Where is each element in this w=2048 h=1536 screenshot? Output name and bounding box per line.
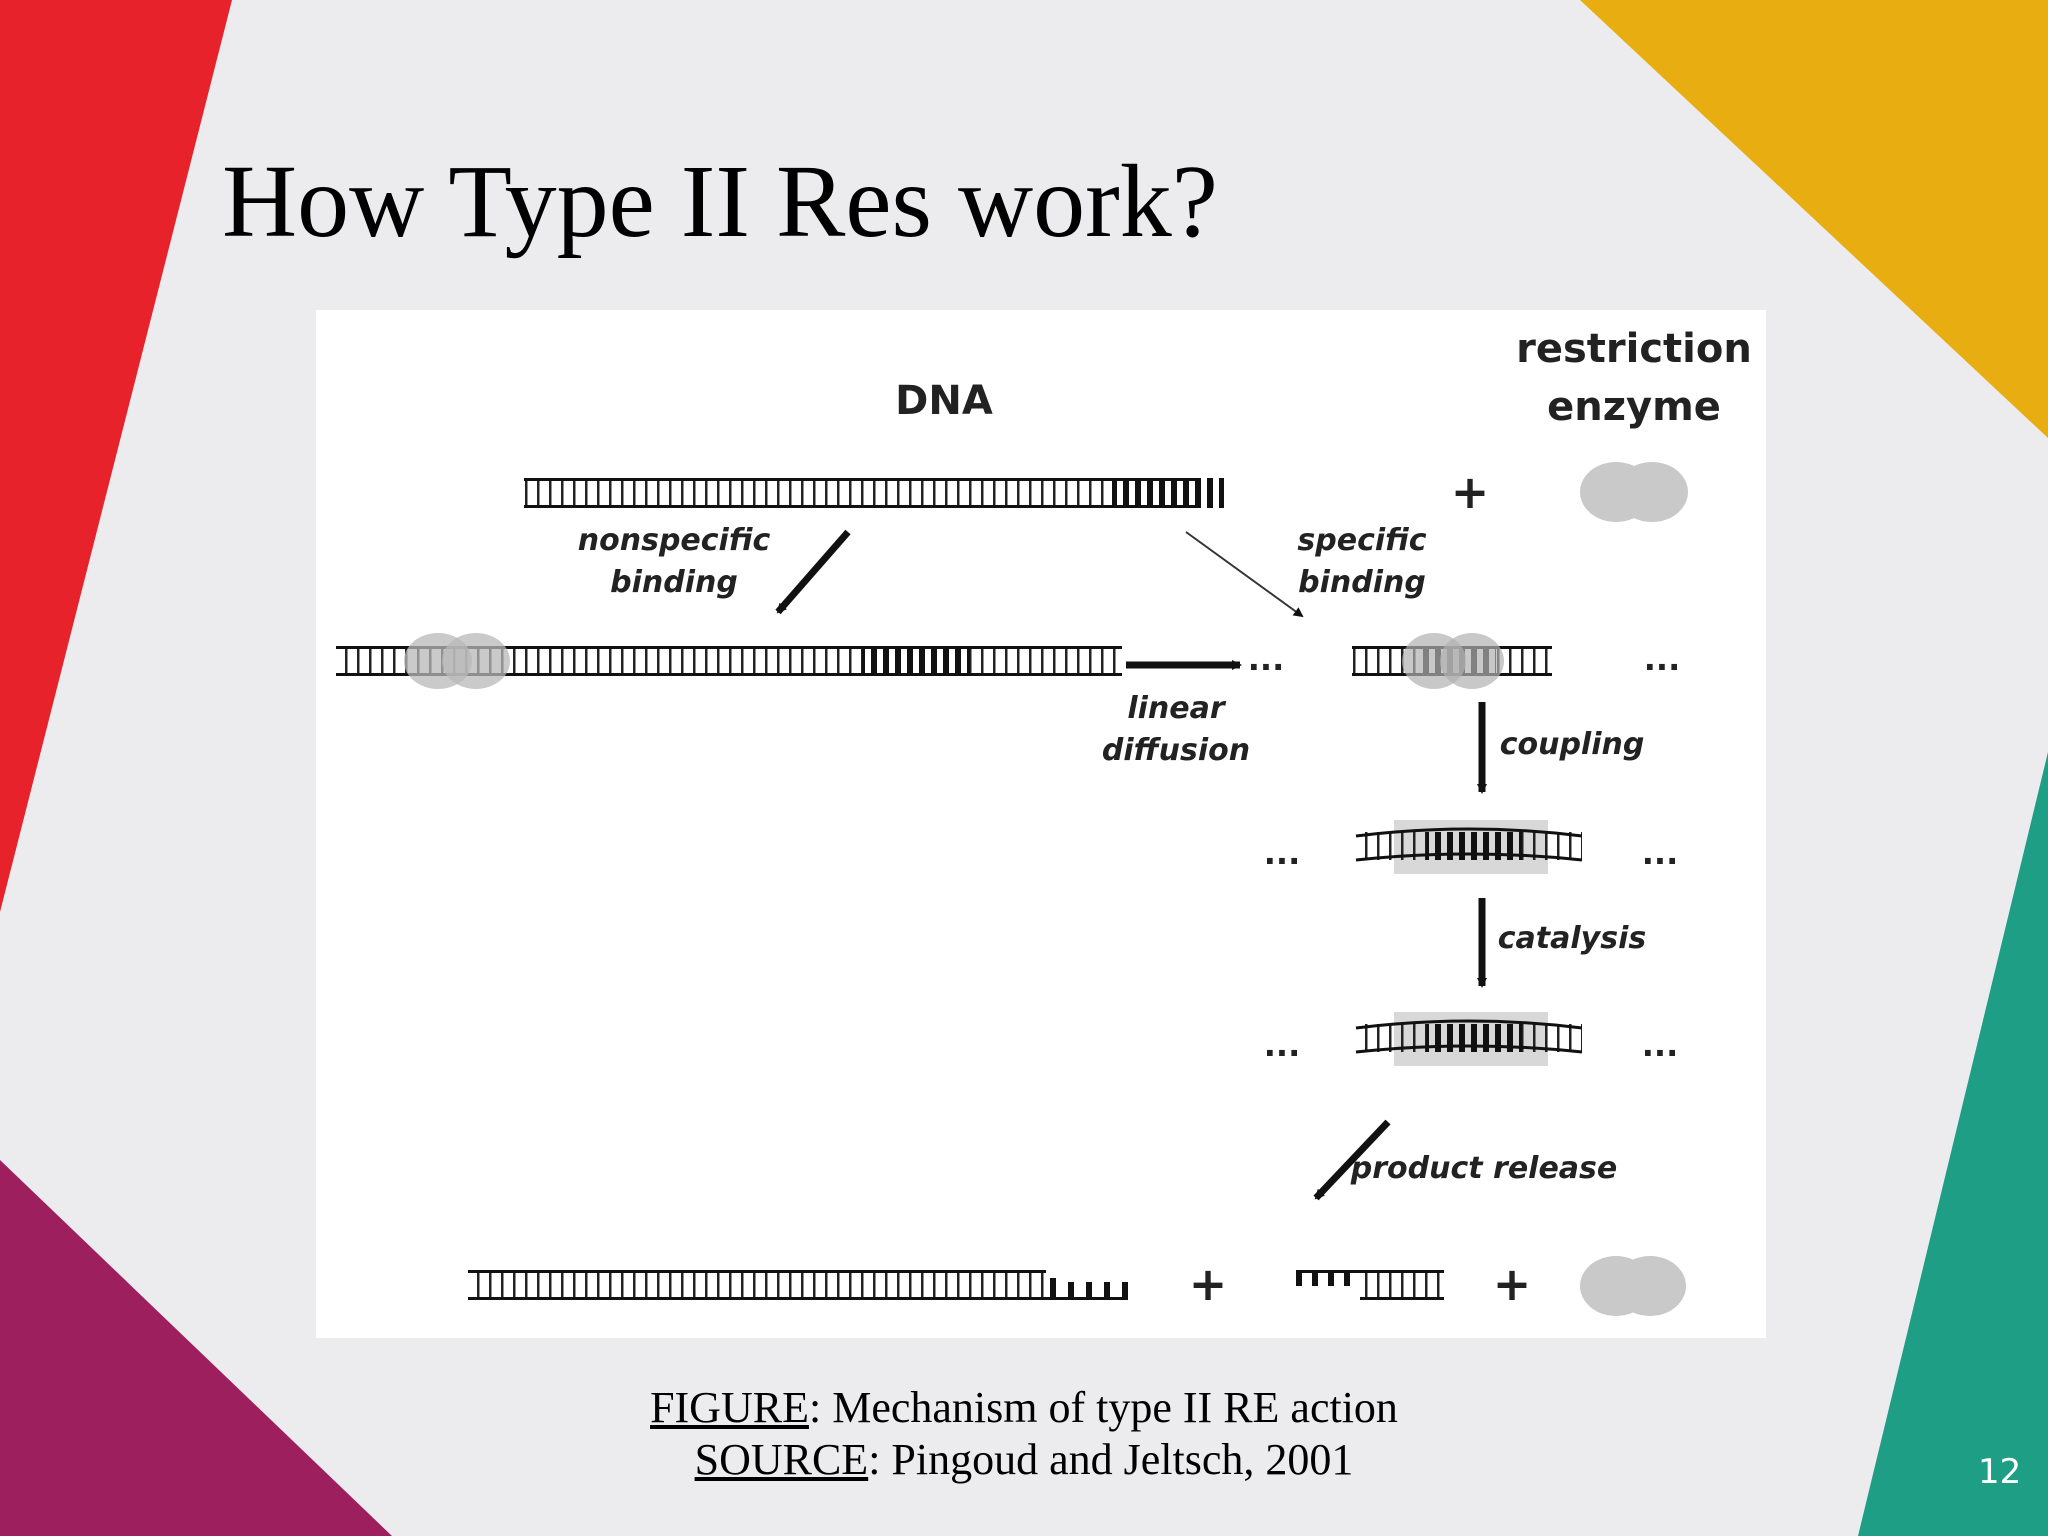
ellipsis-left-3: ... <box>1264 1026 1300 1064</box>
specific-label: specific <box>1297 523 1426 558</box>
ellipsis-right-1: ... <box>1644 640 1680 678</box>
page-number: 12 <box>1978 1452 2022 1492</box>
source-text: : Pingoud and Jeltsch, 2001 <box>868 1435 1354 1484</box>
enzyme-label: enzyme <box>1547 384 1721 430</box>
nonspecific-label: nonspecific <box>578 523 771 558</box>
figure-key: FIGURE <box>650 1383 809 1432</box>
product-release-arrow <box>1313 1119 1391 1201</box>
diffusion-label: diffusion <box>1102 733 1250 768</box>
enzyme-icon <box>1580 462 1688 522</box>
figure-caption: FIGURE: Mechanism of type II RE action S… <box>0 1382 2048 1486</box>
specific-arrow <box>1185 531 1304 618</box>
plus-sign-2: + <box>1189 1257 1228 1311</box>
linear-label: linear <box>1127 691 1227 726</box>
mechanism-diagram: DNA restriction enzyme + nonspecific bin… <box>336 326 1752 1316</box>
specific-binding-label: binding <box>1298 565 1426 600</box>
plus-sign-3: + <box>1493 1257 1532 1311</box>
released-enzyme-icon <box>1580 1256 1686 1316</box>
restriction-label: restriction <box>1516 326 1752 372</box>
coupling-label: coupling <box>1500 727 1645 762</box>
slide-title: How Type II Res work? <box>222 144 1218 259</box>
dna-label: DNA <box>895 378 993 424</box>
source-key: SOURCE <box>694 1435 869 1484</box>
nonspecific-binding-label: binding <box>610 565 738 600</box>
ellipsis-right-3: ... <box>1642 1026 1678 1064</box>
dna-coupled-complex <box>1355 820 1583 874</box>
dna-strand-nonspecific <box>336 633 1122 689</box>
catalysis-label: catalysis <box>1498 921 1646 956</box>
gold-corner-shape <box>1580 0 2048 438</box>
product-release-label: product release <box>1350 1151 1618 1186</box>
dna-strand-top <box>524 478 1224 508</box>
figure-line: FIGURE: Mechanism of type II RE action <box>0 1382 2048 1434</box>
dna-product-left <box>468 1270 1128 1300</box>
dna-specific-complex <box>1352 633 1552 689</box>
mechanism-figure: DNA restriction enzyme + nonspecific bin… <box>316 310 1766 1338</box>
ellipsis-right-2: ... <box>1642 834 1678 872</box>
teal-corner-shape <box>1858 752 2048 1536</box>
figure-text: : Mechanism of type II RE action <box>808 1383 1398 1432</box>
ellipsis-left-1: ... <box>1248 640 1284 678</box>
purple-corner-shape <box>0 1160 392 1536</box>
red-corner-shape <box>0 0 232 912</box>
nonspecific-arrow <box>775 529 851 615</box>
dna-product-right <box>1296 1270 1444 1300</box>
dna-cleaved-complex <box>1355 1012 1583 1066</box>
ellipsis-left-2: ... <box>1264 834 1300 872</box>
plus-sign: + <box>1451 465 1490 519</box>
source-line: SOURCE: Pingoud and Jeltsch, 2001 <box>0 1434 2048 1486</box>
